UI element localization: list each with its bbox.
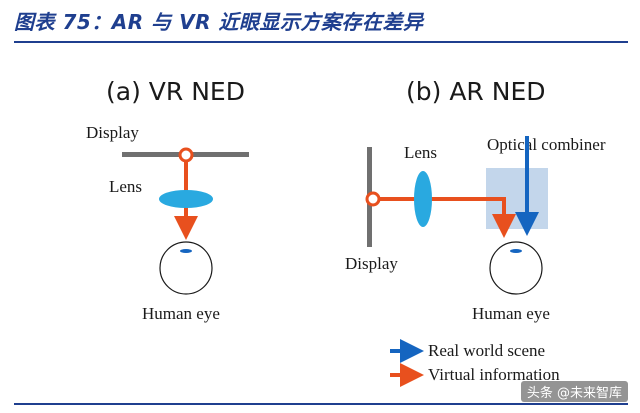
vr-lens	[159, 190, 213, 208]
bottom-rule	[14, 403, 628, 405]
ar-virtual-ray	[376, 197, 516, 238]
panel-ar-title: (b) AR NED	[406, 77, 546, 106]
vr-lens-label: Lens	[109, 177, 142, 196]
panel-ar: (b) AR NED Optical combiner Display Lens…	[345, 77, 606, 323]
ar-eye-icon	[489, 241, 543, 295]
vr-eye-label: Human eye	[142, 304, 220, 323]
ar-combiner-label: Optical combiner	[487, 135, 606, 154]
legend: Real world scene Virtual information	[390, 339, 560, 387]
title-rule	[14, 41, 628, 43]
panel-vr-title: (a) VR NED	[106, 77, 245, 106]
watermark: 头条 @未来智库	[520, 381, 628, 402]
vr-eye-pupil	[180, 249, 192, 253]
vr-pixel-source	[178, 147, 194, 163]
ar-display-label: Display	[345, 254, 398, 273]
figure-title: 图表 75：AR 与 VR 近眼显示方案存在差异	[14, 10, 424, 34]
ar-eye-label: Human eye	[472, 304, 550, 323]
vr-display-label: Display	[86, 123, 139, 142]
panel-vr: (a) VR NED Display Lens Human eye	[86, 77, 249, 323]
legend-real-world-label: Real world scene	[428, 341, 545, 360]
ar-lens-label: Lens	[404, 143, 437, 162]
ar-eye-pupil	[510, 249, 522, 253]
ar-pixel-source	[365, 191, 381, 207]
vr-eye-icon	[159, 241, 213, 295]
ar-lens	[414, 171, 432, 227]
legend-virtual-info-label: Virtual information	[428, 365, 560, 384]
